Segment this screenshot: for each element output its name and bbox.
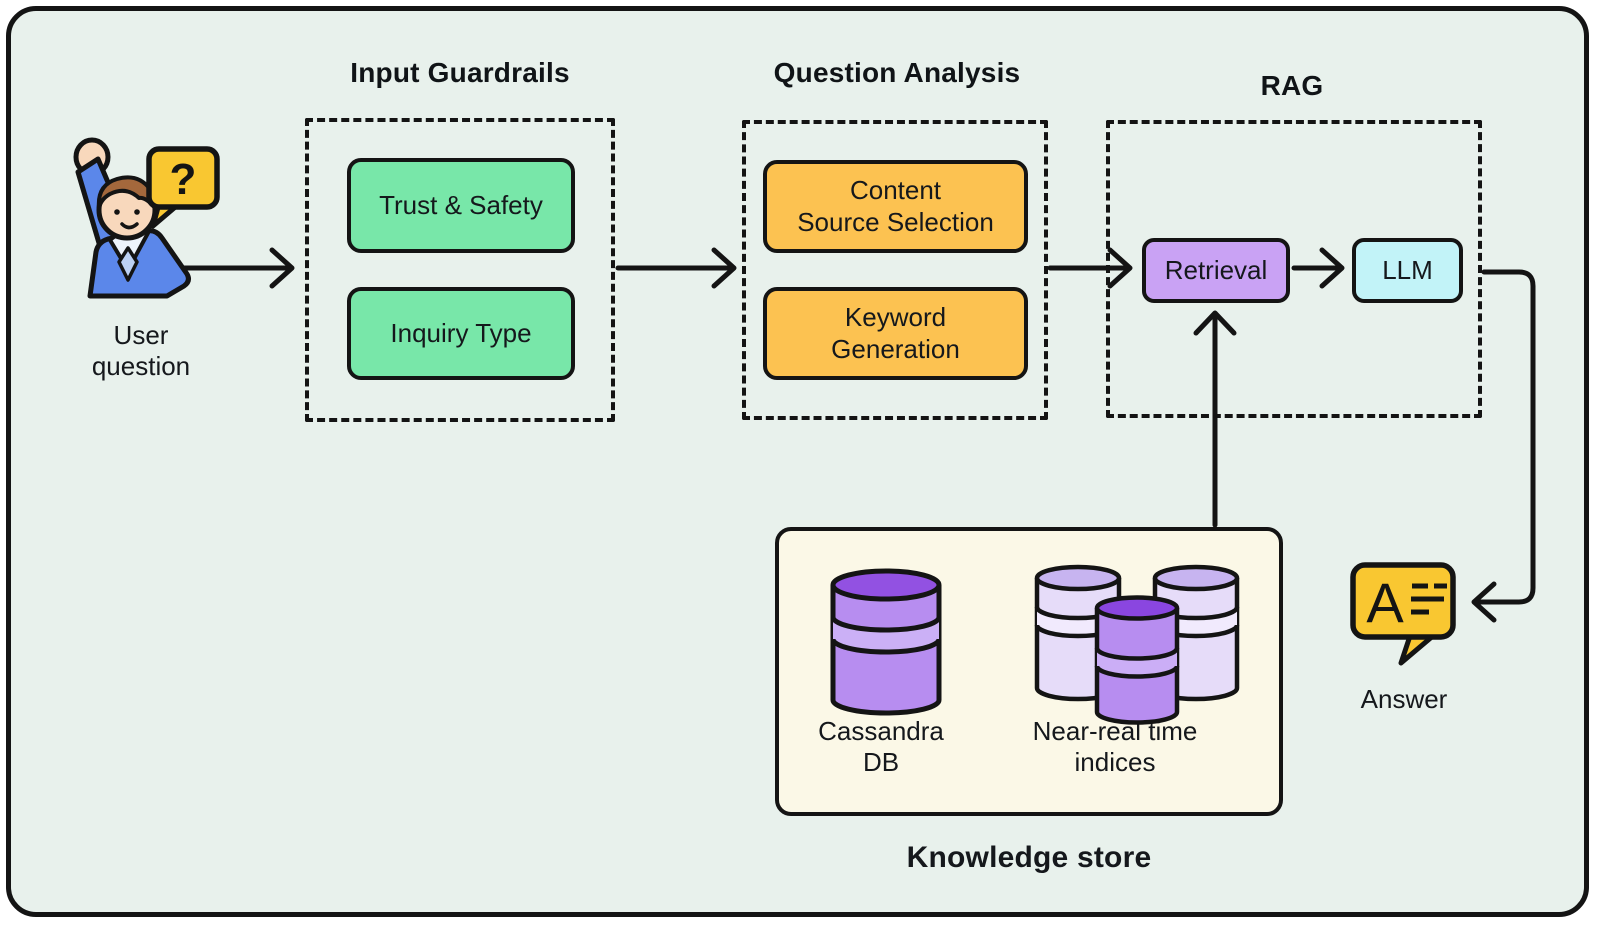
knowledge-store-title: Knowledge store	[906, 841, 1152, 874]
node-keyword-generation: Keyword Generation	[763, 287, 1028, 380]
node-llm: LLM	[1352, 238, 1463, 303]
user-question-label: User question	[91, 320, 191, 381]
question-analysis-group	[742, 120, 1048, 420]
node-inquiry-type: Inquiry Type	[347, 287, 575, 380]
node-trust-safety: Trust & Safety	[347, 158, 575, 253]
answer-label: Answer	[1360, 684, 1448, 714]
cassandra-db-label: Cassandra DB	[818, 716, 944, 777]
input-guardrails-group	[305, 118, 615, 422]
rag-title: RAG	[1260, 70, 1324, 101]
question-analysis-title: Question Analysis	[773, 57, 1021, 88]
node-retrieval: Retrieval	[1142, 238, 1290, 303]
node-content-source-selection: Content Source Selection	[763, 160, 1028, 253]
input-guardrails-title: Input Guardrails	[350, 57, 570, 88]
near-real-time-indices-label: Near-real time indices	[1032, 716, 1198, 777]
